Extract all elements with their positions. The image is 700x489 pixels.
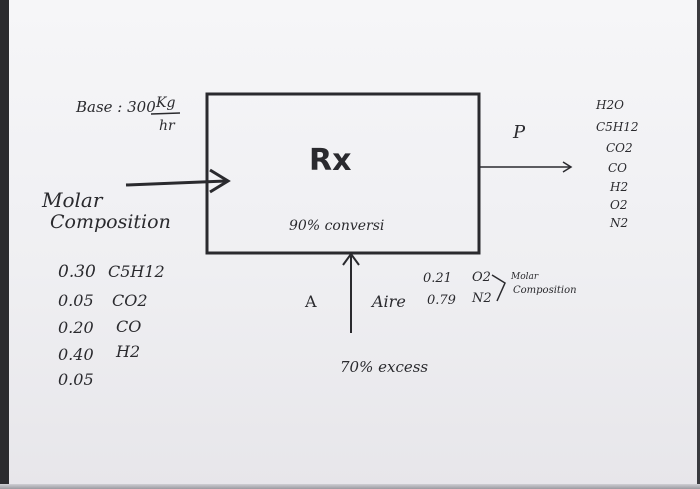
feed-heading-line1: Molar [42,188,103,212]
air-composition-1-species: N2 [472,291,492,306]
feed-row-0-species: C5H12 [108,262,165,281]
product-species-5: O2 [610,198,628,212]
product-species-2: CO2 [606,141,633,155]
feed-arrow-line [125,179,227,187]
air-composition-brace [491,274,506,302]
air-arrow-head [342,252,360,266]
product-arrow-head [562,161,573,173]
basis-unit-bottom: hr [159,118,175,134]
air-excess: 70% excess [340,358,429,376]
feed-row-2-species: CO [116,317,142,336]
feed-heading-line2: Composition [50,211,171,233]
unit-fraction-bar [150,112,181,115]
air-composition-0-species: O2 [472,270,491,285]
feed-row-3-species: H2 [116,342,141,361]
reactor-label: Rx [309,143,352,178]
left-frame-edge [0,0,9,489]
basis-unit-top: Kg [156,95,176,111]
product-species-0: H2O [596,98,624,112]
air-composition-note-line1: Molar [511,272,539,282]
feed-row-2-value: 0.20 [58,318,94,337]
right-frame-edge [697,0,700,489]
air-composition-0-value: 0.21 [423,271,452,286]
basis-label: Base : 300 [76,98,156,116]
air-stream-name: Aire [372,292,406,311]
reactor-conversion: 90% conversi [289,218,385,234]
product-species-3: CO [608,161,628,175]
feed-arrow-head [209,168,231,194]
product-label: P [513,122,526,143]
air-composition-note-line2: Composition [513,285,577,296]
feed-row-0-value: 0.30 [58,262,96,282]
product-species-4: H2 [610,180,629,194]
air-composition-1-value: 0.79 [427,293,456,308]
feed-row-3-value: 0.40 [58,345,94,364]
product-species-1: C5H12 [596,120,639,134]
reactor-box [205,92,481,255]
bottom-frame-edge [0,484,700,489]
feed-row-1-species: CO2 [112,291,148,310]
feed-row-1-value: 0.05 [58,291,94,310]
product-species-6: N2 [610,216,629,230]
air-stream-label: A [305,292,317,311]
feed-row-4-value: 0.05 [58,370,94,389]
